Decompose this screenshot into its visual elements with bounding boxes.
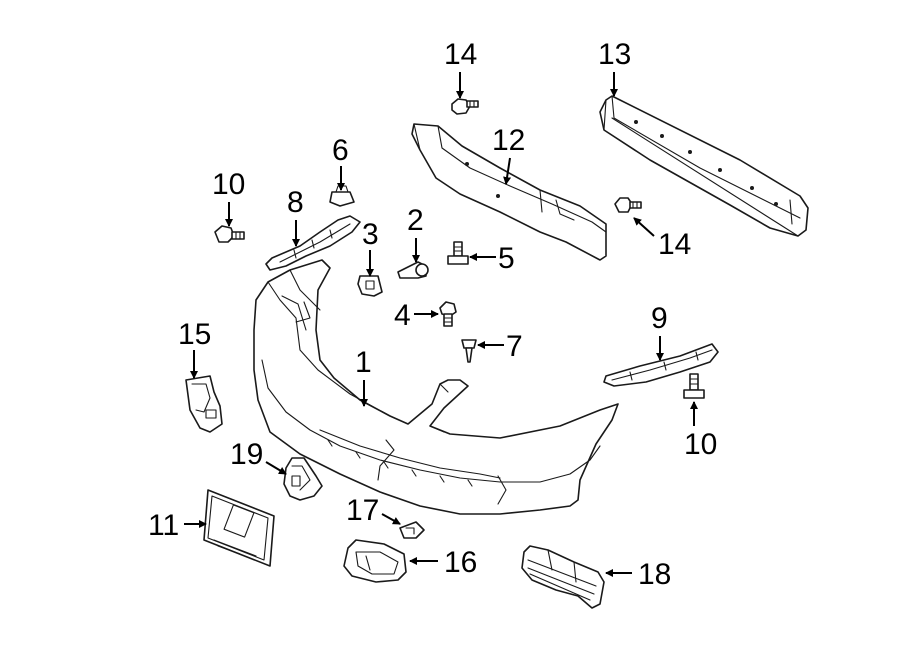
leader-lines	[184, 72, 698, 577]
callout-9: 9	[651, 302, 668, 335]
leader-12	[503, 157, 512, 185]
bolt-part-5	[447, 241, 469, 265]
retainer-part-2	[397, 261, 429, 279]
leader-17	[381, 513, 401, 525]
push-clip-part-7	[461, 339, 477, 363]
leader-14-right	[633, 217, 655, 237]
bolt-part-10-right	[683, 373, 705, 399]
callout-18: 18	[638, 558, 671, 591]
nut-clip-part-3	[357, 275, 383, 297]
reinforcement-bar-part-13	[599, 95, 809, 237]
sensor-bracket-part-19	[283, 457, 323, 501]
grille-part-18	[521, 545, 605, 609]
callout-13: 13	[598, 38, 631, 71]
callout-1: 1	[355, 346, 372, 379]
bolt-part-4	[439, 301, 457, 327]
left-bracket-part-8	[265, 215, 361, 271]
callout-16: 16	[444, 546, 477, 579]
callout-7: 7	[506, 330, 523, 363]
license-bracket-part-11	[203, 489, 275, 567]
callout-5: 5	[498, 242, 515, 275]
bolt-part-10-left	[214, 225, 245, 243]
callout-3: 3	[362, 218, 379, 251]
side-bracket-part-15	[185, 375, 223, 433]
callout-6: 6	[332, 134, 349, 167]
callout-17: 17	[346, 494, 379, 527]
callout-2: 2	[407, 204, 424, 237]
clip-part-17	[399, 521, 425, 539]
callout-11: 11	[148, 509, 179, 542]
fog-lamp-bezel-part-16	[343, 539, 407, 583]
callout-10-left: 10	[212, 168, 245, 201]
callout-14-right: 14	[658, 228, 691, 261]
bolt-part-14-upper	[451, 98, 479, 115]
callout-labels: 14 13 12 14 6 10 8 3 2 5 4 7 1 9 10 15 1…	[148, 38, 717, 591]
callout-10-right: 10	[684, 428, 717, 461]
callout-19: 19	[230, 438, 263, 471]
callout-4: 4	[394, 299, 411, 332]
bolt-part-14-right	[614, 197, 642, 213]
callout-8: 8	[287, 186, 304, 219]
callout-15: 15	[178, 318, 211, 351]
callout-12: 12	[492, 124, 525, 157]
bumper-cover-part-1	[253, 259, 619, 515]
energy-absorber-part-12	[411, 123, 607, 261]
leader-19	[265, 461, 287, 475]
right-bracket-part-9	[603, 343, 719, 387]
callout-14-upper: 14	[444, 38, 477, 71]
